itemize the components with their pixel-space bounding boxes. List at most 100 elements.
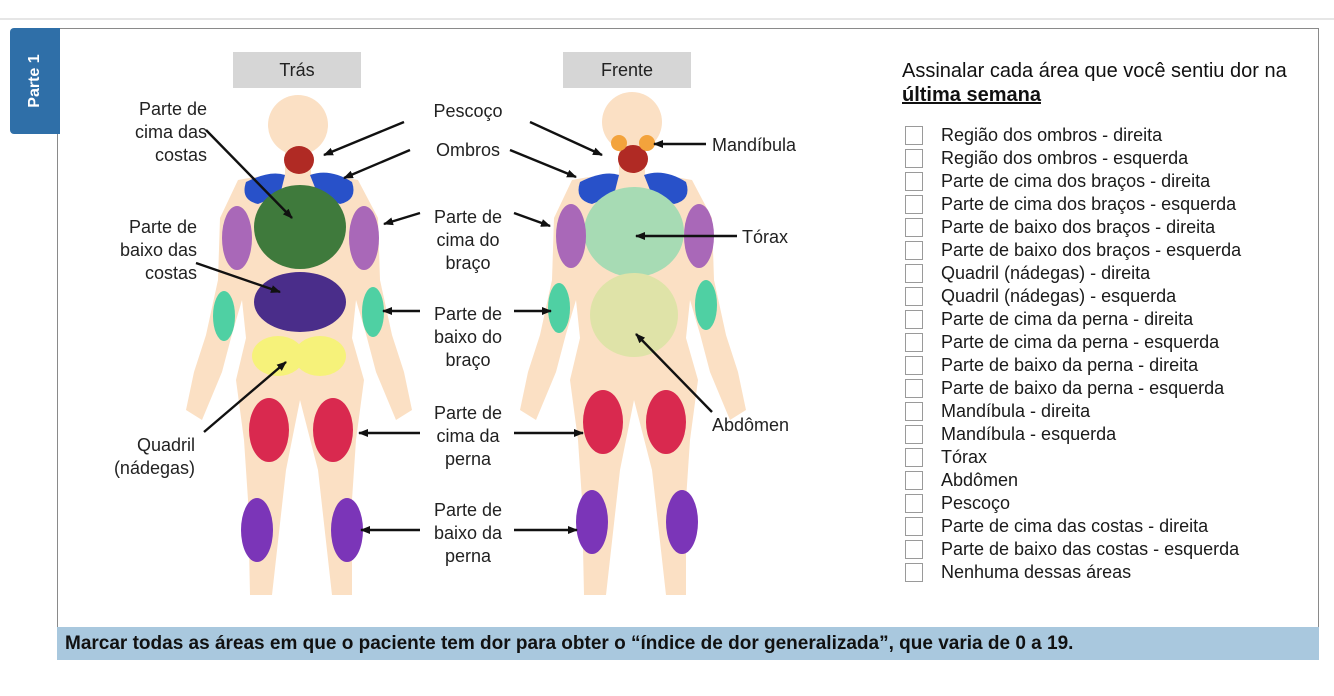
label-abdomen: Abdômen — [712, 414, 822, 437]
list-item[interactable]: Região dos ombros - esquerda — [905, 147, 1241, 170]
pain-area-checklist: Região dos ombros - direita Região dos o… — [905, 124, 1241, 584]
list-item[interactable]: Parte de baixo da perna - direita — [905, 354, 1241, 377]
instruction-prefix: Assinalar cada área que você sentiu dor … — [902, 60, 1287, 82]
list-item-label: Região dos ombros - esquerda — [941, 148, 1188, 169]
front-left-upper-arm-area — [556, 204, 586, 268]
list-item-label: Parte de cima da perna - direita — [941, 309, 1193, 330]
checkbox-icon[interactable] — [905, 310, 923, 329]
list-item-label: Quadril (nádegas) - esquerda — [941, 286, 1176, 307]
checkbox-icon[interactable] — [905, 149, 923, 168]
list-item[interactable]: Parte de cima da perna - direita — [905, 308, 1241, 331]
front-right-upper-leg-area — [646, 390, 686, 454]
label-lower-arm: Parte de baixo do braço — [408, 303, 528, 372]
list-item-label: Parte de baixo das costas - esquerda — [941, 539, 1239, 560]
front-right-lower-arm-area — [695, 280, 717, 330]
label-shoulders: Ombros — [408, 139, 528, 162]
back-right-hip-area — [294, 336, 346, 376]
checkbox-icon[interactable] — [905, 563, 923, 582]
checkbox-icon[interactable] — [905, 425, 923, 444]
checkbox-icon[interactable] — [905, 241, 923, 260]
checkbox-icon[interactable] — [905, 379, 923, 398]
front-header: Frente — [563, 52, 691, 88]
list-item-label: Tórax — [941, 447, 987, 468]
label-lower-leg: Parte de baixo da perna — [408, 499, 528, 568]
label-jaw: Mandíbula — [712, 134, 832, 157]
list-item[interactable]: Parte de cima dos braços - esquerda — [905, 193, 1241, 216]
checkbox-icon[interactable] — [905, 195, 923, 214]
back-upper-back-area — [254, 185, 346, 269]
front-left-lower-arm-area — [548, 283, 570, 333]
back-lower-back-area — [254, 272, 346, 332]
list-item[interactable]: Parte de baixo dos braços - direita — [905, 216, 1241, 239]
back-neck-area — [284, 146, 314, 174]
list-item[interactable]: Nenhuma dessas áreas — [905, 561, 1241, 584]
label-lower-back: Parte de baixo das costas — [82, 216, 197, 285]
list-item[interactable]: Pescoço — [905, 492, 1241, 515]
back-right-upper-arm-area — [349, 206, 379, 270]
checkbox-icon[interactable] — [905, 218, 923, 237]
label-chest: Tórax — [742, 226, 822, 249]
list-item-label: Nenhuma dessas áreas — [941, 562, 1131, 583]
back-right-lower-leg-area — [331, 498, 363, 562]
checkbox-icon[interactable] — [905, 333, 923, 352]
front-left-jaw-area — [611, 135, 627, 151]
front-left-lower-leg-area — [576, 490, 608, 554]
list-item-label: Parte de baixo da perna - direita — [941, 355, 1198, 376]
list-item[interactable]: Parte de cima dos braços - direita — [905, 170, 1241, 193]
front-right-lower-leg-area — [666, 490, 698, 554]
list-item-label: Mandíbula - direita — [941, 401, 1090, 422]
list-item-label: Parte de cima das costas - direita — [941, 516, 1208, 537]
list-item[interactable]: Mandíbula - direita — [905, 400, 1241, 423]
front-chest-area — [584, 187, 684, 277]
instruction-text: Assinalar cada área que você sentiu dor … — [902, 59, 1302, 107]
checkbox-icon[interactable] — [905, 287, 923, 306]
back-left-lower-arm-area — [213, 291, 235, 341]
label-upper-arm: Parte de cima do braço — [408, 206, 528, 275]
checkbox-icon[interactable] — [905, 172, 923, 191]
front-left-upper-leg-area — [583, 390, 623, 454]
checkbox-icon[interactable] — [905, 471, 923, 490]
checkbox-icon[interactable] — [905, 540, 923, 559]
front-abdomen-area — [590, 273, 678, 357]
list-item[interactable]: Tórax — [905, 446, 1241, 469]
back-left-upper-arm-area — [222, 206, 252, 270]
label-neck: Pescoço — [408, 100, 528, 123]
list-item-label: Parte de baixo dos braços - esquerda — [941, 240, 1241, 261]
label-hip: Quadril (nádegas) — [80, 434, 195, 480]
list-item[interactable]: Quadril (nádegas) - direita — [905, 262, 1241, 285]
list-item[interactable]: Parte de cima das costas - direita — [905, 515, 1241, 538]
front-right-jaw-area — [639, 135, 655, 151]
list-item[interactable]: Parte de baixo das costas - esquerda — [905, 538, 1241, 561]
checkbox-icon[interactable] — [905, 448, 923, 467]
list-item[interactable]: Parte de baixo da perna - esquerda — [905, 377, 1241, 400]
list-item-label: Pescoço — [941, 493, 1010, 514]
list-item[interactable]: Parte de baixo dos braços - esquerda — [905, 239, 1241, 262]
list-item-label: Mandíbula - esquerda — [941, 424, 1116, 445]
list-item-label: Abdômen — [941, 470, 1018, 491]
list-item-label: Parte de baixo da perna - esquerda — [941, 378, 1224, 399]
footer-note: Marcar todas as áreas em que o paciente … — [57, 627, 1319, 660]
list-item-label: Região dos ombros - direita — [941, 125, 1162, 146]
instruction-emphasis: última semana — [902, 84, 1041, 106]
list-item-label: Parte de baixo dos braços - direita — [941, 217, 1215, 238]
list-item[interactable]: Quadril (nádegas) - esquerda — [905, 285, 1241, 308]
list-item[interactable]: Abdômen — [905, 469, 1241, 492]
back-right-upper-leg-area — [313, 398, 353, 462]
list-item-label: Quadril (nádegas) - direita — [941, 263, 1150, 284]
checkbox-icon[interactable] — [905, 402, 923, 421]
list-item-label: Parte de cima dos braços - direita — [941, 171, 1210, 192]
checkbox-icon[interactable] — [905, 494, 923, 513]
checkbox-icon[interactable] — [905, 126, 923, 145]
list-item[interactable]: Parte de cima da perna - esquerda — [905, 331, 1241, 354]
checkbox-icon[interactable] — [905, 517, 923, 536]
label-upper-leg: Parte de cima da perna — [408, 402, 528, 471]
list-item-label: Parte de cima dos braços - esquerda — [941, 194, 1236, 215]
back-right-lower-arm-area — [362, 287, 384, 337]
list-item[interactable]: Região dos ombros - direita — [905, 124, 1241, 147]
checkbox-icon[interactable] — [905, 356, 923, 375]
list-item[interactable]: Mandíbula - esquerda — [905, 423, 1241, 446]
checkbox-icon[interactable] — [905, 264, 923, 283]
body-back-figure — [186, 95, 412, 595]
list-item-label: Parte de cima da perna - esquerda — [941, 332, 1219, 353]
label-upper-back: Parte de cima das costas — [92, 98, 207, 167]
